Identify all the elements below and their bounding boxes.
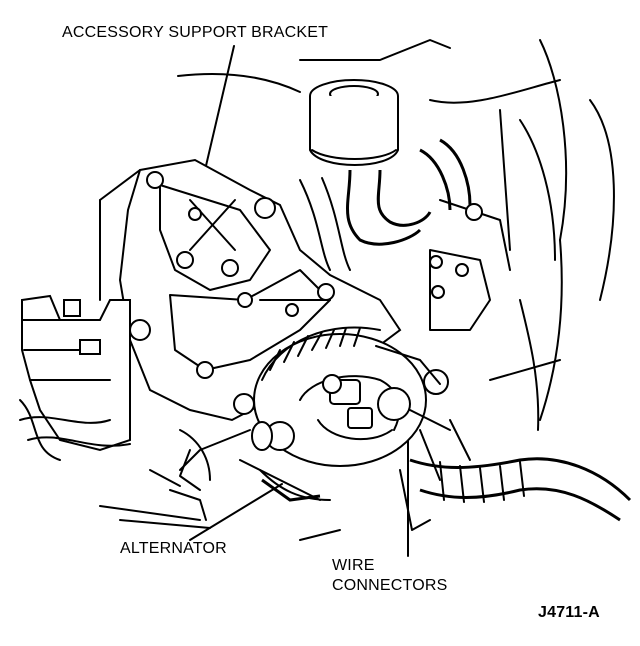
pulley-belt: [19, 399, 211, 529]
left-components: [19, 169, 141, 452]
wire-harness: [399, 419, 632, 531]
alternator-label: ALTERNATOR: [120, 540, 227, 557]
lower-frame: [179, 449, 341, 541]
wire-connectors-label-line1: WIRE: [332, 557, 375, 574]
figure-id-label: J4711-A: [538, 604, 600, 621]
alternator: [179, 326, 451, 502]
wire-connectors-label-line2: CONNECTORS: [332, 577, 448, 594]
hoses: [299, 138, 491, 331]
engine-background: [177, 39, 615, 431]
leader-alternator: [189, 483, 283, 541]
reservoir: [309, 79, 399, 166]
wire-connectors-label: WIRE CONNECTORS: [332, 556, 448, 596]
accessory-support-bracket-label: ACCESSORY SUPPORT BRACKET: [62, 24, 329, 41]
